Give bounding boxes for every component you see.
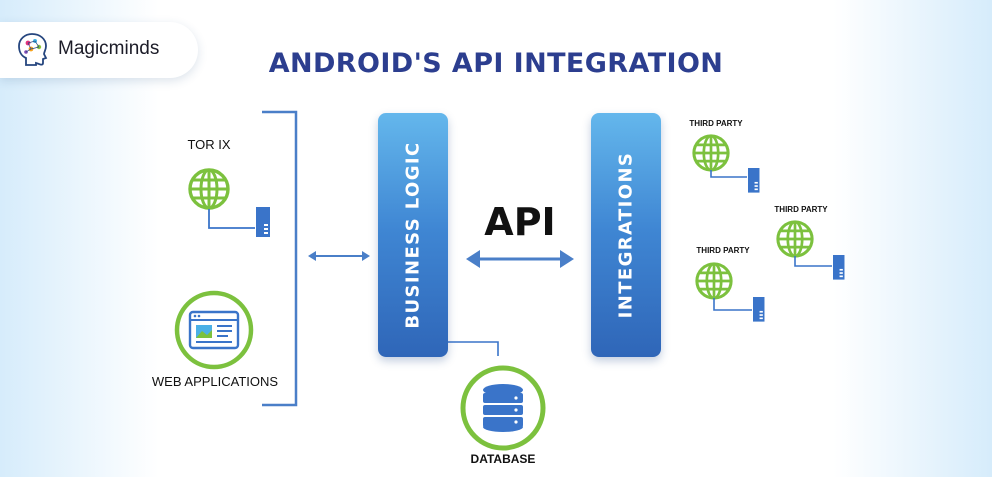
third-party-globe-icon — [692, 134, 730, 172]
api-label: API — [484, 200, 556, 244]
third-party-server-icon — [833, 255, 845, 280]
database-icon — [460, 365, 546, 451]
tor-globe-icon — [188, 168, 230, 210]
web-app-icon — [174, 290, 254, 370]
sources-arrow — [308, 251, 370, 261]
third-party-label: THIRD PARTY — [689, 119, 743, 128]
database-connector — [448, 341, 499, 356]
third-party-server-icon — [748, 168, 760, 193]
third-party-label: THIRD PARTY — [774, 205, 828, 214]
business-logic-block: BUSINESS LOGIC — [378, 113, 448, 357]
integrations-label: INTEGRATIONS — [615, 151, 637, 319]
brain-head-icon — [18, 33, 48, 66]
brand-logo[interactable]: Magicminds — [0, 22, 198, 78]
brand-name: Magicminds — [58, 38, 160, 59]
third-party-globe-icon — [695, 262, 733, 300]
page-title: ANDROID'S API INTEGRATION — [268, 48, 724, 79]
database-label: DATABASE — [470, 452, 536, 466]
tor-ix-label: TOR IX — [187, 137, 231, 152]
business-logic-label: BUSINESS LOGIC — [402, 141, 424, 329]
source-bracket — [262, 110, 298, 407]
third-party-globe-icon — [776, 220, 814, 258]
third-party-label: THIRD PARTY — [696, 246, 750, 255]
web-applications-label: WEB APPLICATIONS — [151, 374, 279, 389]
tor-server-icon — [256, 207, 270, 237]
api-arrow — [466, 250, 574, 268]
third-party-server-icon — [753, 297, 765, 322]
integrations-block: INTEGRATIONS — [591, 113, 661, 357]
